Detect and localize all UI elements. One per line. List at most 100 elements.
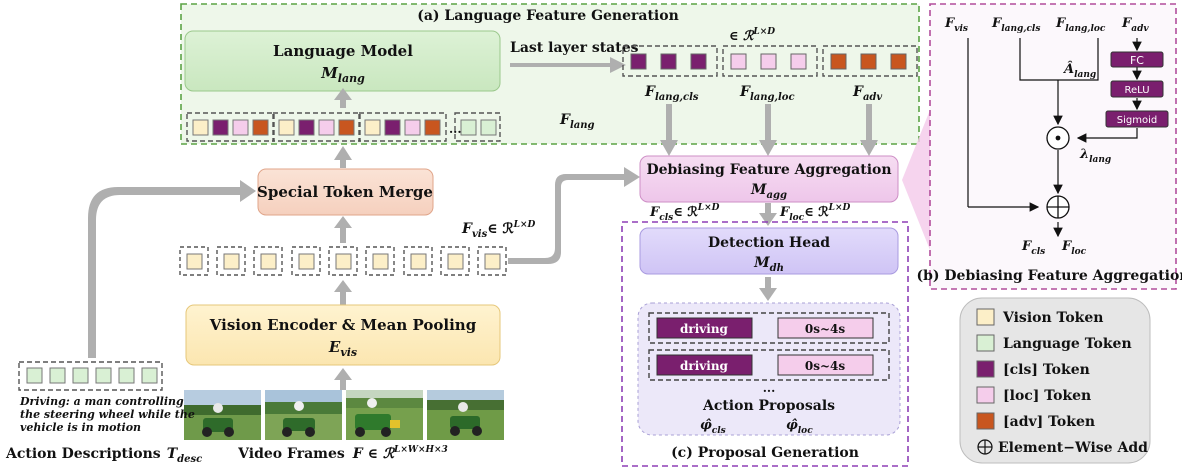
debiasing-aggregation-title: Debiasing Feature Aggregation [646,162,891,178]
arrow-adv-to-agg [860,104,878,156]
legend-label: [adv] Token [1003,414,1095,430]
special-token-merge-block[interactable]: Special Token Merge [257,168,434,216]
cls-token [690,53,707,70]
video-frame-image [346,390,423,440]
loc-token [790,53,807,70]
adv-token [890,53,907,70]
b-f-lang-cls: Flang,cls [991,16,1040,34]
element-wise-add-icon [977,439,993,455]
proposal-row[interactable]: driving 0s~4s [648,312,890,344]
vision-token [364,119,381,136]
b-f-adv: Fadv [1121,16,1149,34]
detection-head-block[interactable]: Detection Head Mdh [639,227,899,275]
detection-head-title: Detection Head [708,235,830,251]
proposal-action-box [656,317,753,339]
relu-label: ReLU [1124,85,1149,96]
adv-token [830,53,847,70]
vision-token [447,253,464,270]
vision-token [410,253,427,270]
proposal-action-box [656,354,753,376]
arrow-tokens-to-lm [334,88,352,108]
vision-token [223,253,240,270]
b-f-cls: Fcls [1021,239,1045,257]
lambda-lang-label: λlang [1079,147,1111,165]
arrow-merge-to-tokens [334,146,352,168]
language-token [95,367,112,384]
b-f-loc: Floc [1061,239,1087,257]
cls-token [298,119,315,136]
phi-loc-label: φ̂loc [786,418,813,436]
legend-swatch-vision [976,308,995,326]
vision-token-row [179,246,507,276]
panel-b-connectors [967,38,1142,238]
vision-token [192,119,209,136]
arrow-loc-to-agg [759,104,777,156]
language-token [72,367,89,384]
adv-token [424,119,441,136]
panel-a-title: (a) Language Feature Generation [417,8,679,24]
language-token [118,367,135,384]
adv-token-group [822,45,918,77]
phi-cls-label: φ̂cls [700,418,726,436]
language-model-block[interactable]: Language Model Mlang [184,30,501,92]
legend-label: Language Token [1003,336,1132,352]
arrow-desc-to-merge [88,180,256,358]
vision-token [484,253,501,270]
action-desc-line2: the steering wheel while the [20,408,195,421]
debiasing-aggregation-block[interactable]: Debiasing Feature Aggregation Magg [639,155,899,203]
vision-token [260,253,277,270]
detection-head-symbol: Mdh [753,255,784,274]
loc-token [730,53,747,70]
sigmoid-label: Sigmoid [1117,115,1157,126]
proposal-time: 0s~4s [805,322,846,336]
vision-encoder-block[interactable]: Vision Encoder & Mean Pooling Evis [185,304,501,366]
multiply-icon [1046,126,1070,150]
video-frame-image [265,390,342,440]
proposal-row[interactable]: driving 0s~4s [648,349,890,381]
loc-token [232,119,249,136]
loc-token [318,119,335,136]
language-token [141,367,158,384]
arrow-cls-to-agg [660,104,678,156]
proposal-time-box [777,354,874,376]
f-vis-label: Fvis∈ ℛL×D [461,220,535,240]
cls-token [384,119,401,136]
a-lang-label: Âlang [1062,61,1096,80]
vision-token [186,253,203,270]
arrow-fvis-to-agg [508,167,640,264]
adv-token [338,119,355,136]
legend-label: [cls] Token [1003,362,1090,378]
legend-label: [loc] Token [1003,388,1091,404]
last-layer-states-label: Last layer states [510,40,639,56]
cls-token [660,53,677,70]
b-f-lang-loc: Flang,loc [1055,16,1106,34]
language-token [480,119,497,136]
vision-token [278,119,295,136]
video-frames [184,390,504,440]
legend-swatch-adv [976,412,995,430]
loc-token [760,53,777,70]
legend-label: Element−Wise Add [998,440,1148,456]
language-token [26,367,43,384]
fc-block[interactable]: FC [1110,51,1164,68]
panel-b-title: (b) Debiasing Feature Aggregation [916,268,1182,284]
proposal-action: driving [680,359,729,373]
sigmoid-block[interactable]: Sigmoid [1105,110,1169,128]
vision-token [335,253,352,270]
arrow-encoder-to-tokens [334,280,352,305]
zoom-connector [902,110,930,250]
language-model-input-tokens: ... [186,112,501,142]
adv-token [860,53,877,70]
proposal-time-box [777,317,874,339]
cls-token-group [622,45,718,77]
action-desc-line3: vehicle is in motion [20,421,141,434]
action-description-tokens [18,361,163,391]
relu-block[interactable]: ReLU [1110,80,1164,98]
b-f-vis: Fvis [944,16,968,34]
adv-token [252,119,269,136]
video-frame-image [184,390,261,440]
legend-swatch-loc [976,386,995,404]
